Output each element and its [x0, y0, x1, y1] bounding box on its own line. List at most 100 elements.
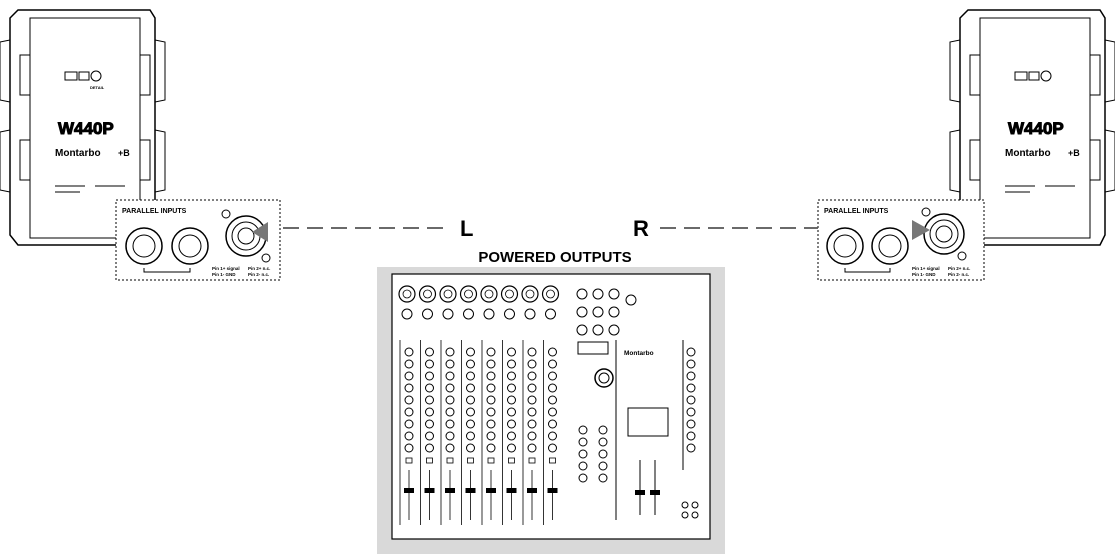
- master-knob[interactable]: [686, 419, 696, 429]
- channel-knob[interactable]: [486, 419, 496, 429]
- xlr-input[interactable]: [521, 285, 539, 303]
- channel-knob[interactable]: [466, 371, 475, 381]
- channel-fader[interactable]: [486, 488, 496, 493]
- channel-knob[interactable]: [486, 443, 496, 453]
- channel-knob[interactable]: [404, 359, 414, 369]
- master-knob[interactable]: [686, 371, 696, 381]
- channel-knob[interactable]: [507, 383, 516, 393]
- channel-fader[interactable]: [445, 488, 455, 493]
- channel-knob[interactable]: [445, 407, 455, 417]
- aux-knob[interactable]: [598, 449, 608, 459]
- master-knob[interactable]: [686, 407, 696, 417]
- channel-knob[interactable]: [466, 395, 475, 405]
- left-jack-1[interactable]: [125, 227, 163, 265]
- channel-knob[interactable]: [425, 419, 434, 429]
- channel-knob[interactable]: [527, 407, 537, 417]
- channel-knob[interactable]: [527, 431, 537, 441]
- channel-knob[interactable]: [445, 431, 455, 441]
- channel-knob[interactable]: [507, 419, 516, 429]
- line-input[interactable]: [463, 308, 474, 320]
- left-jack-2[interactable]: [171, 227, 209, 265]
- master-knob[interactable]: [686, 443, 696, 453]
- channel-button[interactable]: [426, 457, 433, 464]
- xlr-input[interactable]: [418, 285, 437, 303]
- channel-knob[interactable]: [466, 359, 475, 369]
- channel-knob[interactable]: [466, 347, 475, 357]
- aux-knob[interactable]: [578, 425, 588, 435]
- line-input[interactable]: [483, 308, 495, 320]
- channel-knob[interactable]: [548, 407, 557, 417]
- channel-button[interactable]: [549, 457, 556, 464]
- channel-fader[interactable]: [547, 488, 558, 493]
- master-knob[interactable]: [686, 383, 696, 393]
- channel-knob[interactable]: [507, 395, 516, 405]
- right-speakon-connector[interactable]: [921, 207, 967, 261]
- channel-knob[interactable]: [445, 383, 455, 393]
- aux-knob[interactable]: [598, 425, 608, 435]
- channel-knob[interactable]: [486, 371, 496, 381]
- channel-knob[interactable]: [445, 395, 455, 405]
- channel-knob[interactable]: [507, 407, 516, 417]
- aux-knob[interactable]: [578, 473, 588, 483]
- mixer-master-knob[interactable]: [594, 368, 614, 388]
- channel-button[interactable]: [405, 457, 413, 464]
- right-jack-1[interactable]: [826, 227, 864, 265]
- channel-knob[interactable]: [507, 359, 516, 369]
- channel-button[interactable]: [487, 457, 495, 464]
- channel-knob[interactable]: [445, 347, 455, 357]
- channel-knob[interactable]: [507, 347, 516, 357]
- channel-fader[interactable]: [424, 488, 435, 493]
- channel-knob[interactable]: [404, 431, 414, 441]
- channel-knob[interactable]: [404, 347, 414, 357]
- channel-knob[interactable]: [404, 419, 414, 429]
- xlr-input[interactable]: [439, 285, 457, 303]
- channel-knob[interactable]: [466, 407, 475, 417]
- line-input[interactable]: [442, 308, 454, 320]
- channel-knob[interactable]: [486, 359, 496, 369]
- channel-knob[interactable]: [527, 443, 537, 453]
- channel-knob[interactable]: [507, 371, 516, 381]
- master-knob[interactable]: [686, 431, 696, 441]
- channel-knob[interactable]: [425, 395, 434, 405]
- channel-knob[interactable]: [548, 359, 557, 369]
- channel-button[interactable]: [446, 457, 454, 464]
- channel-knob[interactable]: [466, 443, 475, 453]
- channel-knob[interactable]: [466, 419, 475, 429]
- channel-knob[interactable]: [425, 407, 434, 417]
- line-input[interactable]: [401, 308, 413, 320]
- channel-knob[interactable]: [527, 419, 537, 429]
- channel-knob[interactable]: [548, 443, 557, 453]
- line-input[interactable]: [545, 308, 556, 320]
- channel-knob[interactable]: [425, 431, 434, 441]
- channel-knob[interactable]: [507, 431, 516, 441]
- channel-knob[interactable]: [548, 371, 557, 381]
- channel-knob[interactable]: [404, 443, 414, 453]
- channel-knob[interactable]: [445, 419, 455, 429]
- channel-knob[interactable]: [548, 395, 557, 405]
- channel-knob[interactable]: [486, 395, 496, 405]
- aux-knob[interactable]: [578, 449, 588, 459]
- channel-fader[interactable]: [527, 488, 537, 493]
- channel-knob[interactable]: [404, 371, 414, 381]
- channel-knob[interactable]: [425, 443, 434, 453]
- channel-knob[interactable]: [404, 383, 414, 393]
- channel-knob[interactable]: [486, 407, 496, 417]
- channel-knob[interactable]: [404, 395, 414, 405]
- master-knob[interactable]: [686, 347, 696, 357]
- channel-knob[interactable]: [486, 431, 496, 441]
- xlr-input[interactable]: [480, 285, 498, 303]
- channel-knob[interactable]: [445, 371, 455, 381]
- channel-fader[interactable]: [506, 488, 517, 493]
- line-input[interactable]: [504, 308, 515, 320]
- channel-knob[interactable]: [486, 347, 496, 357]
- channel-knob[interactable]: [507, 443, 516, 453]
- channel-knob[interactable]: [527, 383, 537, 393]
- aux-knob[interactable]: [578, 461, 588, 471]
- channel-knob[interactable]: [425, 371, 434, 381]
- channel-knob[interactable]: [527, 371, 537, 381]
- channel-knob[interactable]: [527, 395, 537, 405]
- channel-knob[interactable]: [445, 359, 455, 369]
- master-knob[interactable]: [686, 395, 696, 405]
- channel-knob[interactable]: [527, 347, 537, 357]
- channel-knob[interactable]: [486, 383, 496, 393]
